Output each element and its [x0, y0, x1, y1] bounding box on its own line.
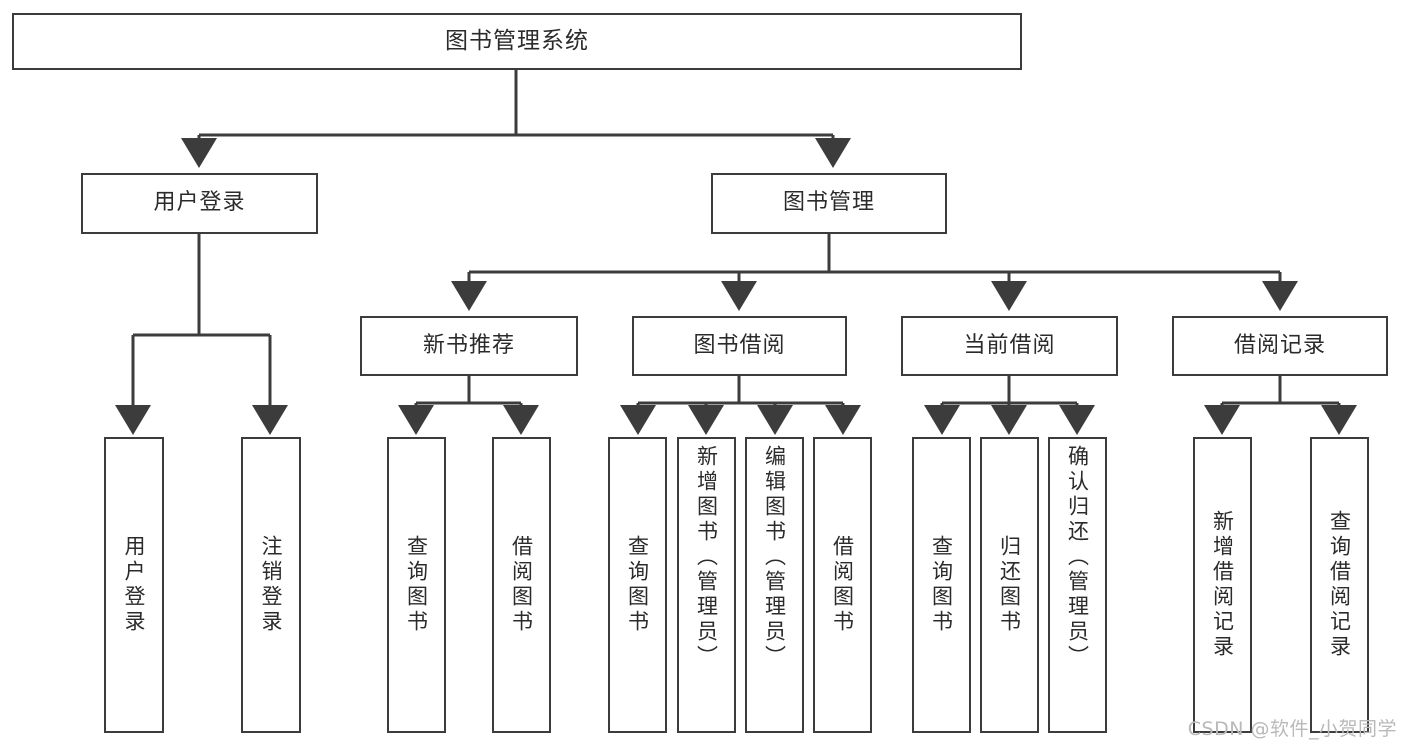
- node-new-book-rec-label: 新书推荐: [422, 332, 515, 358]
- node-leaf-confirm-return-label: 确认归还（管理员）: [1065, 445, 1090, 670]
- node-leaf-borrow-book-2[interactable]: 借阅图书: [813, 437, 872, 733]
- node-new-book-rec[interactable]: 新书推荐: [360, 316, 578, 376]
- node-book-borrow-label: 图书借阅: [693, 332, 786, 358]
- node-leaf-query-book-3[interactable]: 查询图书: [912, 437, 971, 733]
- node-leaf-add-book[interactable]: 新增图书（管理员）: [677, 437, 736, 733]
- node-borrow-record-label: 借阅记录: [1233, 332, 1326, 358]
- node-book-borrow[interactable]: 图书借阅: [632, 316, 847, 376]
- node-leaf-user-logout[interactable]: 注销登录: [241, 437, 301, 733]
- node-leaf-user-login[interactable]: 用户登录: [104, 437, 164, 733]
- node-user-login[interactable]: 用户登录: [81, 173, 318, 234]
- node-leaf-query-book-3-label: 查询图书: [929, 535, 954, 635]
- node-leaf-user-login-label: 用户登录: [122, 535, 147, 635]
- node-leaf-query-book-2[interactable]: 查询图书: [608, 437, 667, 733]
- node-leaf-edit-book-label: 编辑图书（管理员）: [762, 445, 787, 670]
- node-current-borrow-label: 当前借阅: [963, 332, 1056, 358]
- node-leaf-add-record-label: 新增借阅记录: [1210, 510, 1235, 660]
- node-leaf-borrow-book-1-label: 借阅图书: [509, 535, 534, 635]
- node-current-borrow[interactable]: 当前借阅: [901, 316, 1118, 376]
- node-leaf-borrow-book-2-label: 借阅图书: [830, 535, 855, 635]
- node-leaf-add-record[interactable]: 新增借阅记录: [1193, 437, 1252, 733]
- node-book-manage-label: 图书管理: [782, 190, 875, 216]
- node-leaf-query-book-2-label: 查询图书: [625, 535, 650, 635]
- node-leaf-user-logout-label: 注销登录: [259, 535, 284, 635]
- node-leaf-query-book-1-label: 查询图书: [404, 535, 429, 635]
- node-root-label: 图书管理系统: [445, 27, 589, 54]
- node-book-manage[interactable]: 图书管理: [711, 173, 947, 234]
- node-root[interactable]: 图书管理系统: [12, 13, 1022, 70]
- node-leaf-borrow-book-1[interactable]: 借阅图书: [492, 437, 551, 733]
- node-leaf-return-book[interactable]: 归还图书: [980, 437, 1039, 733]
- node-leaf-return-book-label: 归还图书: [997, 535, 1022, 635]
- node-leaf-add-book-label: 新增图书（管理员）: [694, 445, 719, 670]
- node-leaf-query-record-label: 查询借阅记录: [1327, 510, 1352, 660]
- watermark-text: CSDN @软件_小贺同学: [1187, 718, 1397, 740]
- node-leaf-query-book-1[interactable]: 查询图书: [387, 437, 446, 733]
- node-user-login-label: 用户登录: [153, 190, 246, 216]
- node-leaf-edit-book[interactable]: 编辑图书（管理员）: [745, 437, 804, 733]
- node-borrow-record[interactable]: 借阅记录: [1172, 316, 1388, 376]
- node-leaf-confirm-return[interactable]: 确认归还（管理员）: [1048, 437, 1107, 733]
- node-leaf-query-record[interactable]: 查询借阅记录: [1310, 437, 1369, 733]
